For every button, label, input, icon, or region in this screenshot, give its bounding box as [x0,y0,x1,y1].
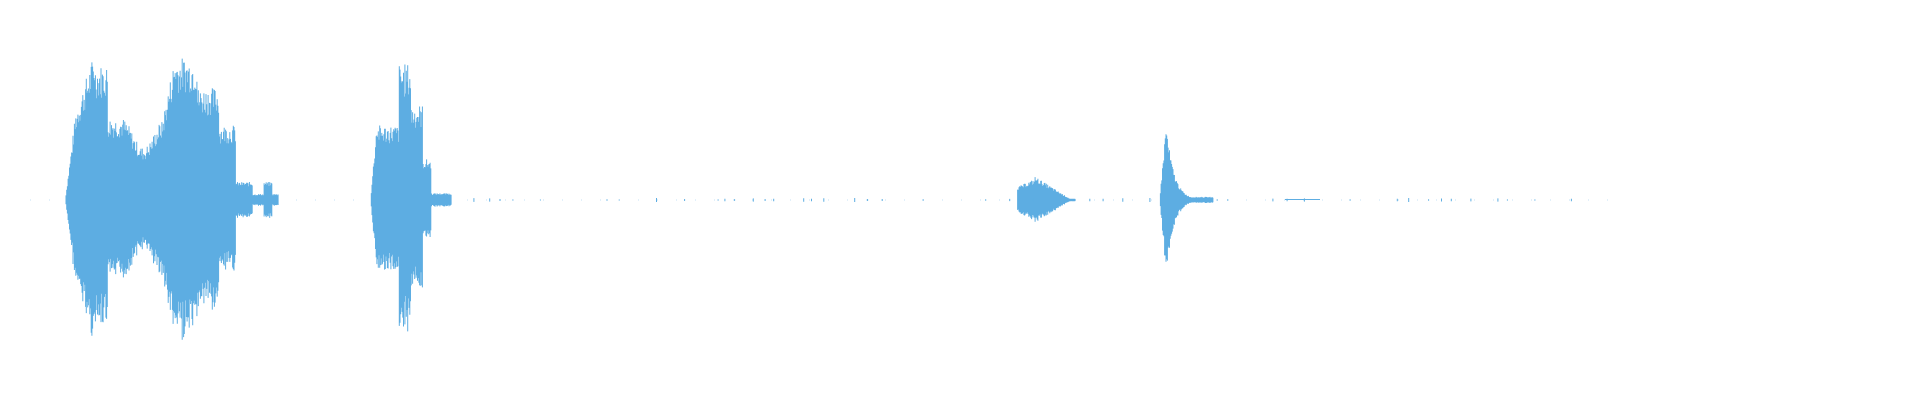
waveform-noise-floor [473,198,1572,202]
waveform-burst-1 [65,58,279,340]
waveform-spike-1 [1159,134,1214,262]
waveform-bursts [65,58,1572,340]
waveform-blip-1 [1017,177,1076,222]
waveform-burst-2 [370,64,452,332]
